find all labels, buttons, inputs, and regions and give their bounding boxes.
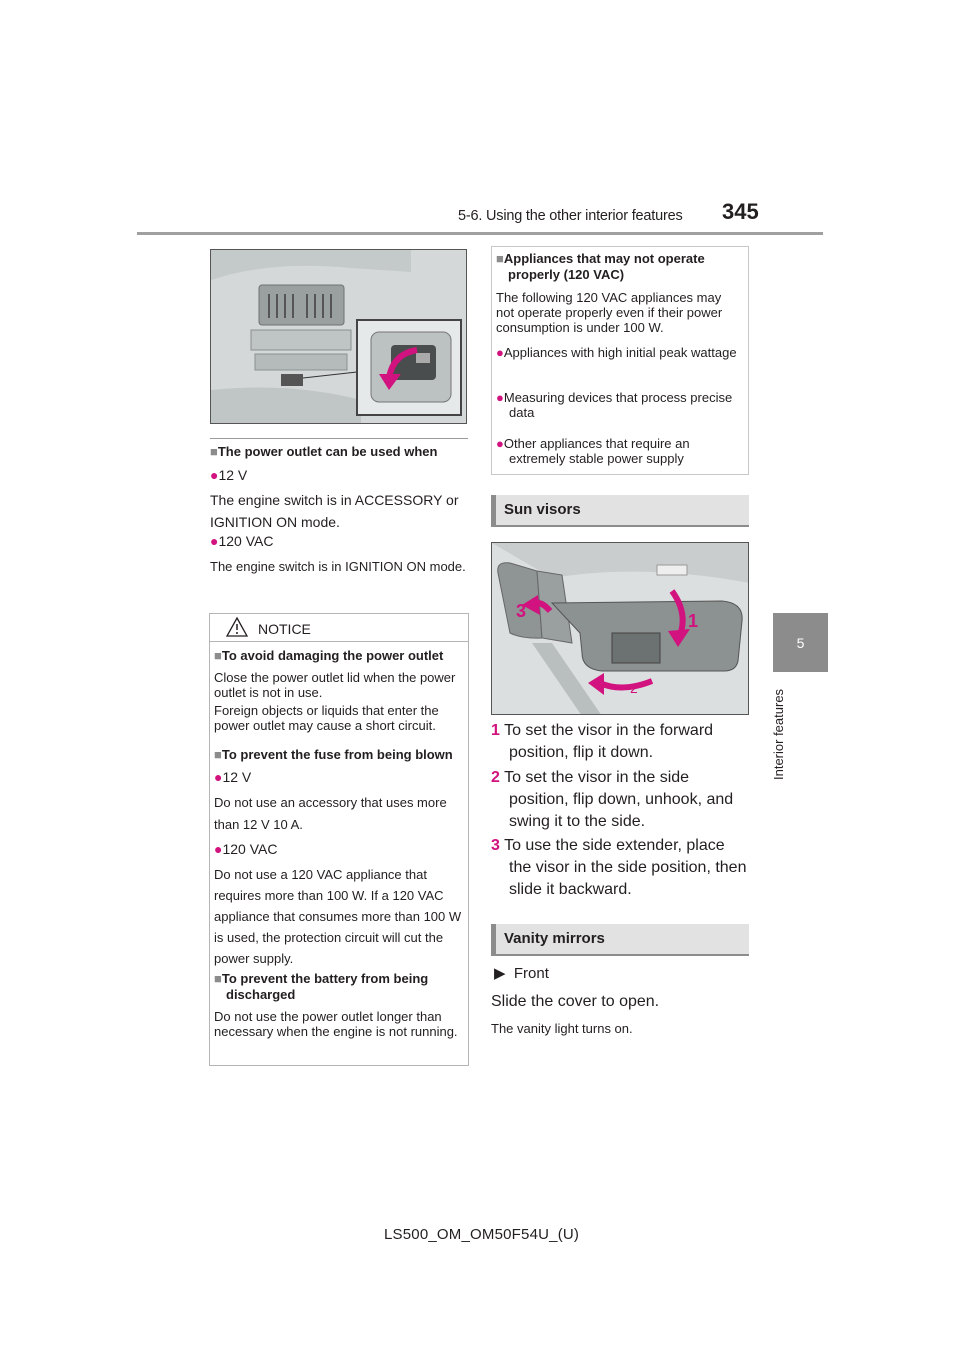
chapter-tab: 5 <box>773 613 828 672</box>
notice-box: NOTICE <box>209 613 469 1066</box>
footer-doc-id: LS500_OM_OM50F54U_(U) <box>384 1226 580 1243</box>
notice-s1-text2: Foreign objects or liquids that enter th… <box>214 703 439 733</box>
notice-s3-heading: ■To prevent the battery from being disch… <box>214 971 429 1002</box>
notice-s1-heading: ■To avoid damaging the power outlet <box>214 648 444 663</box>
sun-visor-drawing: 1 2 3 <box>492 543 748 714</box>
usable-item-12v: ●12 V <box>210 467 248 483</box>
callout-2: 2 <box>630 680 638 696</box>
chapter-number: 5 <box>796 634 805 651</box>
power-outlet-drawing <box>211 250 466 423</box>
usable-desc-12v: The engine switch is in ACCESSORY or IGN… <box>210 492 459 530</box>
chapter-label: Interior features <box>771 688 786 780</box>
divider <box>210 438 468 439</box>
visor-step-2: 2 To set the visor in the side position,… <box>491 769 734 830</box>
vanity-note: The vanity light turns on. <box>491 1021 633 1036</box>
appliances-box <box>491 246 749 475</box>
page-number: 345 <box>722 199 759 224</box>
usable-item-120vac: ●120 VAC <box>210 533 274 549</box>
sun-visor-illustration: 1 2 3 <box>491 542 749 715</box>
callout-3: 3 <box>516 601 526 621</box>
appliances-item: ●Appliances with high initial peak watta… <box>496 345 737 360</box>
notice-s3-text: Do not use the power outlet longer than … <box>214 1009 458 1039</box>
notice-s2-desc-120vac: Do not use a 120 VAC appliance that requ… <box>214 867 462 966</box>
appliances-intro: The following 120 VAC appliances may not… <box>496 290 723 335</box>
header-rule <box>137 232 823 235</box>
appliances-item: ●Measuring devices that process precise … <box>496 390 733 420</box>
usable-heading: ■The power outlet can be used when <box>210 444 438 459</box>
notice-header: NOTICE <box>210 614 468 642</box>
sun-visors-heading: Sun visors <box>491 495 749 527</box>
power-outlet-illustration <box>210 249 467 424</box>
notice-s1-text1: Close the power outlet lid when the powe… <box>214 670 456 700</box>
callout-1: 1 <box>688 611 698 631</box>
vanity-mirrors-heading: Vanity mirrors <box>491 924 749 956</box>
visor-step-3: 3 To use the side extender, place the vi… <box>491 837 747 898</box>
usable-desc-120vac: The engine switch is in IGNITION ON mode… <box>210 559 466 574</box>
appliances-item: ●Other appliances that require an extrem… <box>496 436 690 466</box>
warning-icon <box>226 617 248 637</box>
triangle-icon: ▶ <box>494 965 506 982</box>
section-title: 5-6. Using the other interior features <box>458 208 683 224</box>
notice-s2-desc-12v: Do not use an accessory that uses more t… <box>214 795 447 832</box>
vanity-sub: ▶ Front <box>494 965 549 982</box>
vanity-text: Slide the cover to open. <box>491 993 660 1010</box>
appliances-heading: ■Appliances that may not operate properl… <box>496 251 705 282</box>
notice-s2-item-12v: ●12 V <box>214 769 252 785</box>
notice-title: NOTICE <box>258 621 311 637</box>
notice-s2-item-120vac: ●120 VAC <box>214 841 278 857</box>
notice-s2-heading: ■To prevent the fuse from being blown <box>214 747 453 762</box>
visor-step-1: 1 To set the visor in the forward positi… <box>491 722 714 761</box>
